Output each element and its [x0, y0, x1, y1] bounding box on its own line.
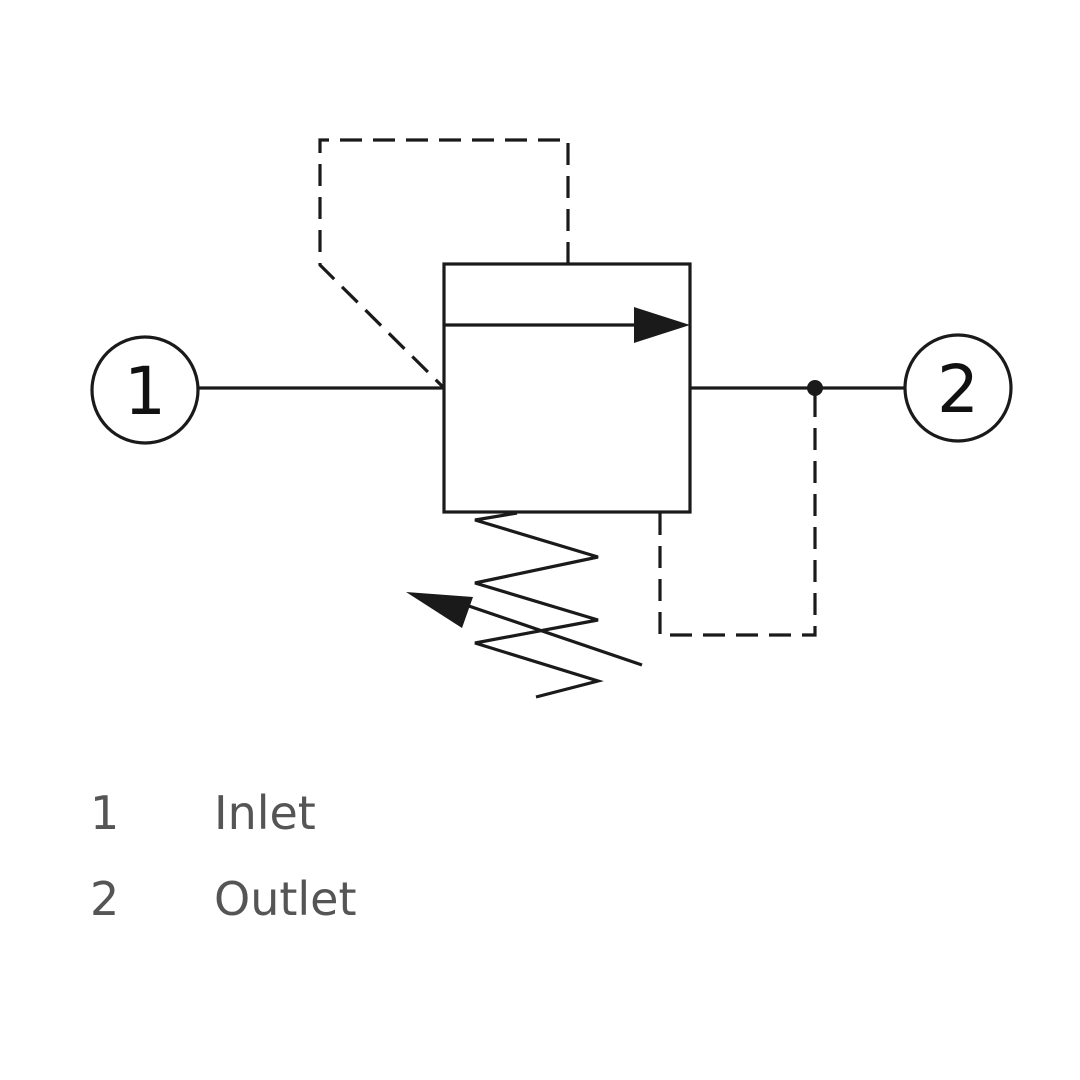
pilot-line-lower — [658, 388, 817, 637]
flow-arrow — [444, 307, 690, 343]
port-1-number: 1 — [124, 353, 166, 430]
adjustable-arrow-icon — [406, 592, 643, 667]
port-2: 2 — [903, 333, 1013, 443]
valve-body — [442, 262, 692, 514]
legend-item: 2 Outlet — [90, 856, 690, 942]
spring-icon — [474, 511, 604, 699]
legend-item: 1 Inlet — [90, 770, 690, 856]
legend-label: Outlet — [214, 872, 357, 926]
legend-label: Inlet — [214, 786, 316, 840]
legend-number: 2 — [90, 872, 120, 926]
port-legend: 1 Inlet 2 Outlet — [90, 770, 690, 942]
legend-number: 1 — [90, 786, 120, 840]
port-2-number: 2 — [937, 351, 979, 428]
pilot-line-upper — [318, 138, 570, 389]
junction-dot — [807, 380, 823, 396]
port-1-circle — [90, 335, 200, 445]
port-1: 1 — [90, 335, 200, 445]
